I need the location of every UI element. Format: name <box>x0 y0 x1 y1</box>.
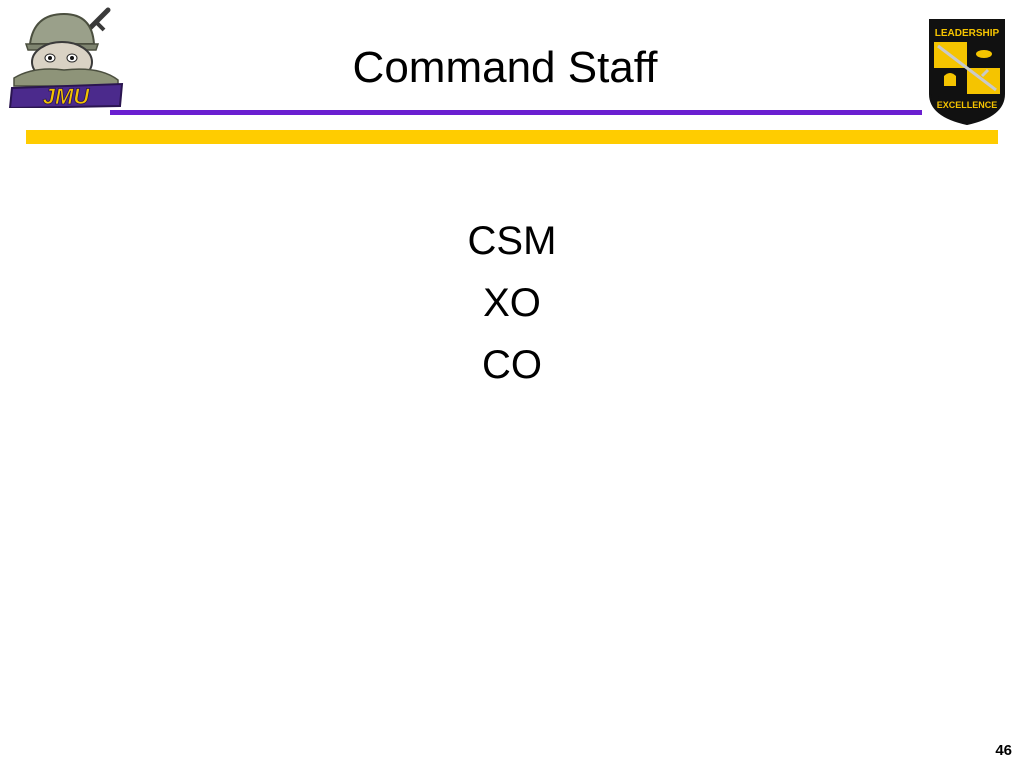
shield-bottom-text: EXCELLENCE <box>937 100 998 110</box>
staff-item-csm: CSM <box>467 219 557 263</box>
slide-title: Command Staff <box>352 43 658 92</box>
purple-divider <box>110 110 922 115</box>
jmu-logo-text: JMU <box>43 84 91 108</box>
staff-list: CSM XO CO <box>312 210 712 396</box>
staff-item-xo: XO <box>483 281 541 325</box>
staff-item-co: CO <box>482 343 542 387</box>
jmu-duke-dog-logo-icon: JMU <box>8 7 124 108</box>
gold-divider <box>26 130 998 144</box>
page-number: 46 <box>995 742 1012 759</box>
rotc-shield-logo-icon: LEADERSHIP EXCELLENCE <box>929 19 1005 126</box>
shield-top-text: LEADERSHIP <box>935 28 1000 39</box>
